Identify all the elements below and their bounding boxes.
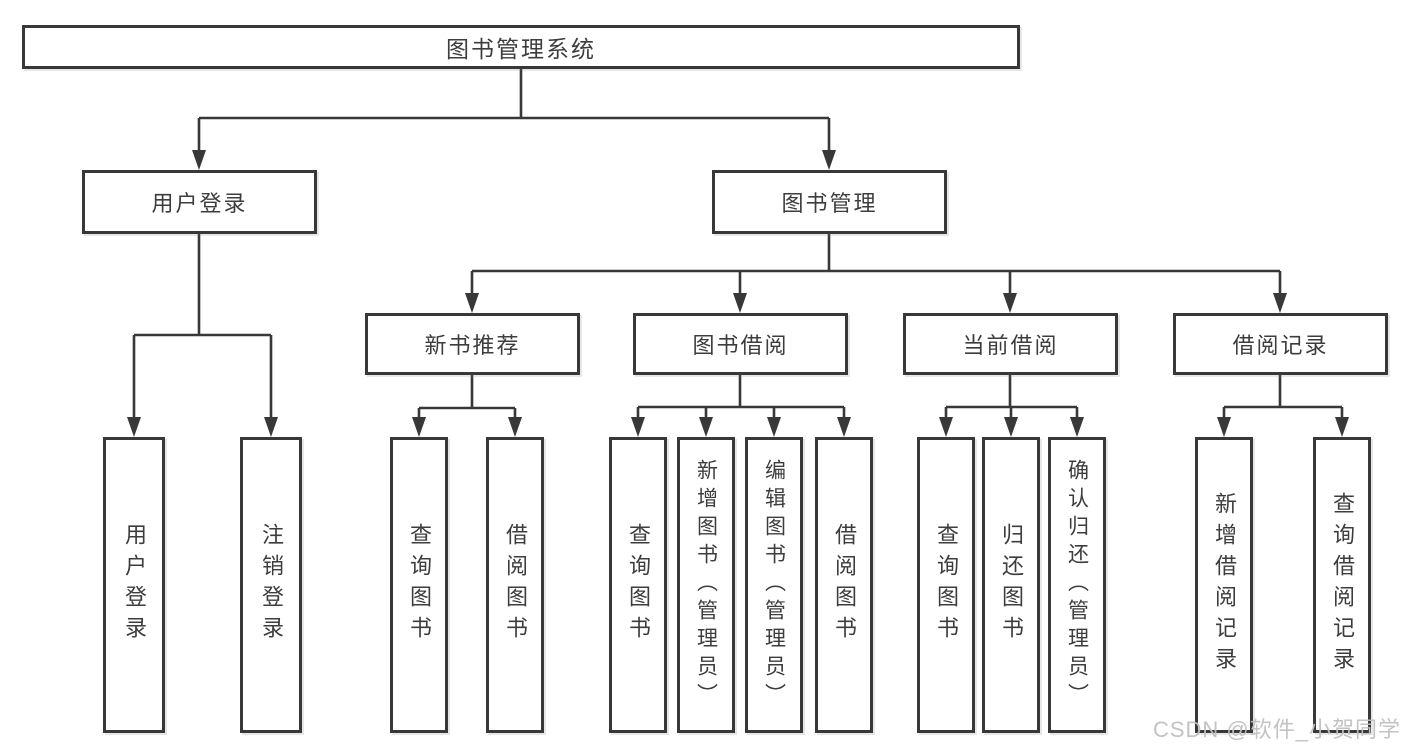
node-label: 查询图书: [407, 523, 432, 647]
leaf-query-books-1: 查询图书: [390, 437, 448, 733]
node-label: 注销登录: [259, 523, 284, 647]
arrowhead-icon: [767, 417, 781, 437]
node-library-management-system: 图书管理系统: [22, 25, 1020, 69]
node-label: 借阅图书: [503, 523, 528, 647]
arrowhead-icon: [127, 417, 141, 437]
node-label: 图书借阅: [692, 333, 789, 358]
node-label: 借阅图书: [832, 523, 857, 647]
arrowhead-icon: [1217, 417, 1231, 437]
arrowhead-icon: [412, 417, 426, 437]
arrowhead-icon: [1273, 293, 1287, 313]
leaf-user-login: 用户登录: [103, 437, 165, 733]
arrowhead-icon: [1070, 417, 1084, 437]
node-label: 查询图书: [626, 523, 651, 647]
leaf-borrow-books-1: 借阅图书: [486, 437, 544, 733]
arrowhead-icon: [699, 417, 713, 437]
arrowhead-icon: [1003, 293, 1017, 313]
node-label: 用户登录: [122, 523, 147, 647]
arrowhead-icon: [837, 417, 851, 437]
node-book-management: 图书管理: [712, 170, 947, 234]
node-label: 图书管理: [781, 191, 878, 216]
node-label: 当前借阅: [962, 333, 1059, 358]
arrowhead-icon: [508, 417, 522, 437]
leaf-borrow-books-2: 借阅图书: [815, 437, 873, 733]
node-label: 新增图书（管理员）: [694, 459, 718, 711]
node-borrowing-records: 借阅记录: [1173, 313, 1388, 375]
leaf-confirm-return-admin: 确认归还（管理员）: [1048, 437, 1106, 733]
arrowhead-icon: [465, 293, 479, 313]
arrowhead-icon: [1335, 417, 1349, 437]
arrowhead-icon: [631, 417, 645, 437]
arrowhead-icon: [264, 417, 278, 437]
leaf-add-books-admin: 新增图书（管理员）: [677, 437, 735, 733]
node-label: 图书管理系统: [446, 36, 596, 62]
leaf-logout: 注销登录: [240, 437, 302, 733]
node-book-borrowing: 图书借阅: [633, 313, 848, 375]
node-label: 借阅记录: [1232, 333, 1329, 358]
node-user-login: 用户登录: [82, 170, 317, 234]
arrowhead-icon: [1004, 417, 1018, 437]
leaf-query-borrow-record: 查询借阅记录: [1313, 437, 1371, 733]
leaf-return-books: 归还图书: [982, 437, 1040, 733]
node-label: 用户登录: [151, 191, 248, 216]
leaf-query-books-3: 查询图书: [917, 437, 975, 733]
node-label: 查询借阅记录: [1330, 492, 1355, 678]
leaf-edit-books-admin: 编辑图书（管理员）: [745, 437, 803, 733]
arrowhead-icon: [822, 150, 836, 170]
node-new-book-recommendation: 新书推荐: [365, 313, 580, 375]
node-current-borrowing: 当前借阅: [903, 313, 1118, 375]
leaf-query-books-2: 查询图书: [609, 437, 667, 733]
node-label: 新书推荐: [424, 333, 521, 358]
node-label: 编辑图书（管理员）: [762, 459, 786, 711]
arrowhead-icon: [939, 417, 953, 437]
node-label: 查询图书: [934, 523, 959, 647]
arrowhead-icon: [733, 293, 747, 313]
node-label: 确认归还（管理员）: [1065, 459, 1089, 711]
leaf-add-borrow-record: 新增借阅记录: [1195, 437, 1253, 733]
node-label: 归还图书: [999, 523, 1024, 647]
csdn-watermark: CSDN @软件_小贺同学: [1152, 717, 1401, 742]
arrowhead-icon: [192, 150, 206, 170]
node-label: 新增借阅记录: [1212, 492, 1237, 678]
